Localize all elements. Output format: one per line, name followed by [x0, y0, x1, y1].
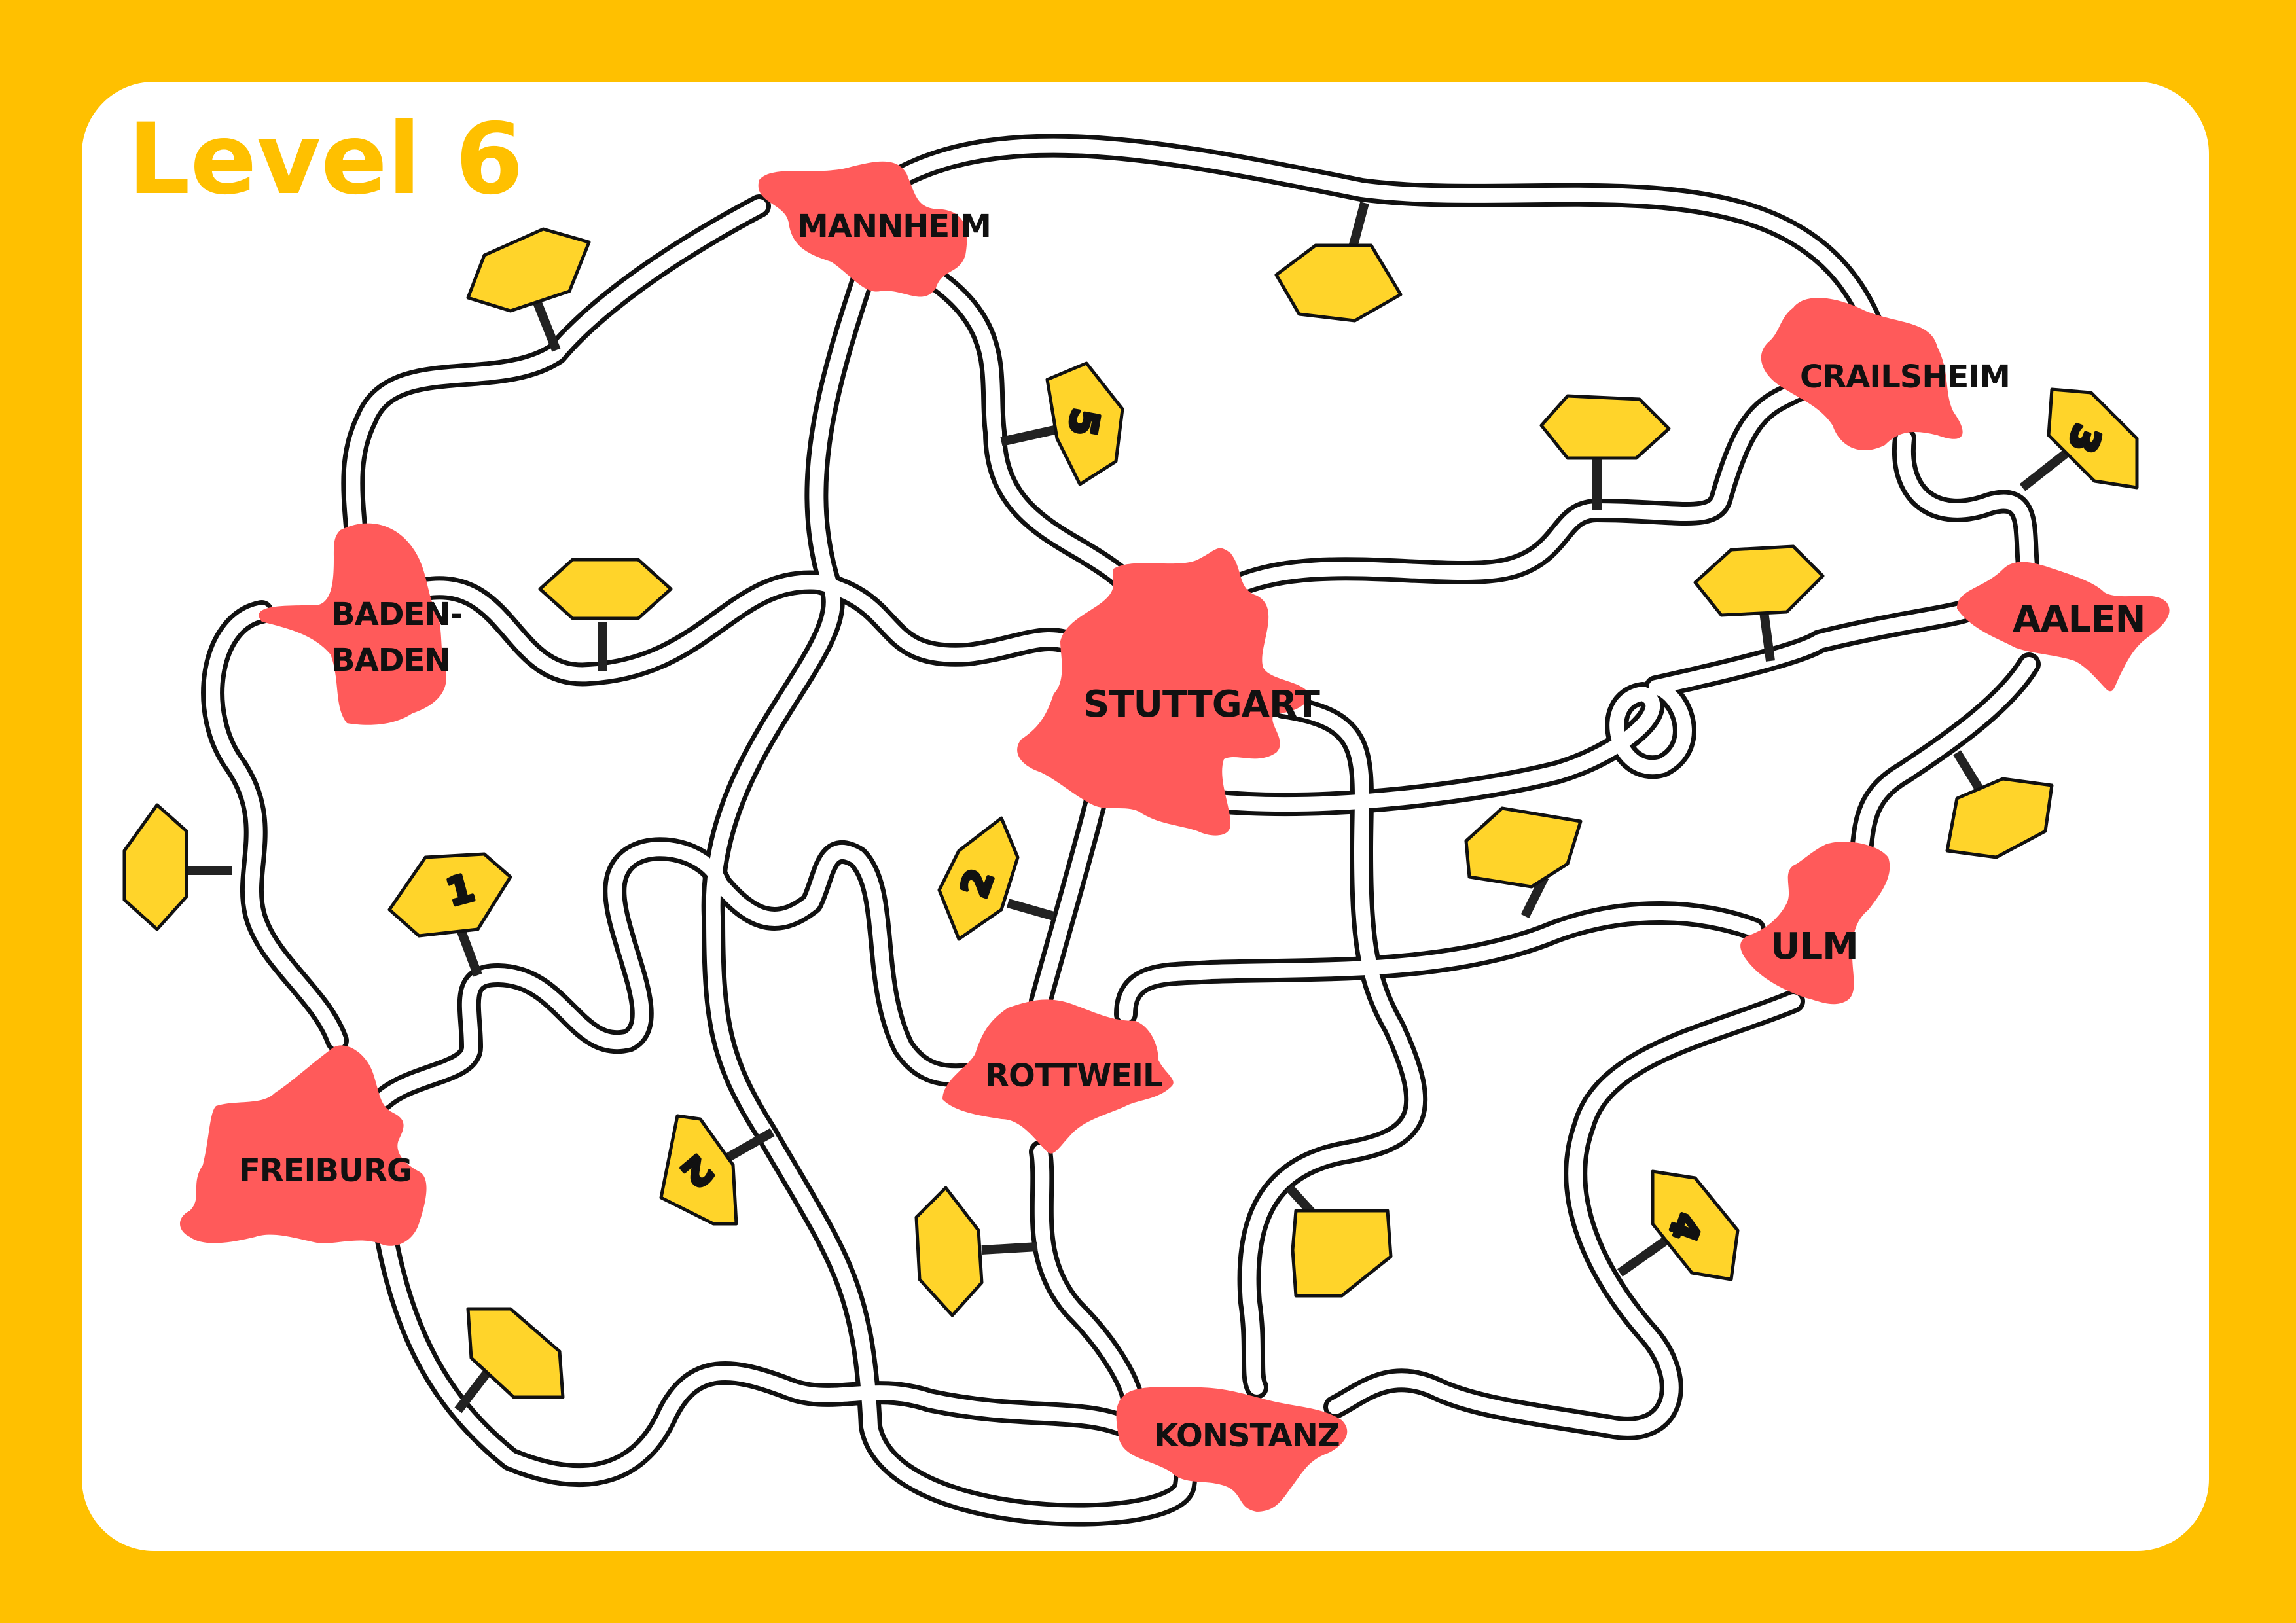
- city-aalen[interactable]: AALEN: [1957, 562, 2170, 692]
- sign-2b[interactable]: 2: [659, 1114, 775, 1226]
- city-mannheim[interactable]: MANNHEIM: [758, 161, 992, 297]
- city-baden-baden-label-2: BADEN: [331, 642, 450, 679]
- city-rottweil[interactable]: ROTTWEIL: [942, 999, 1174, 1154]
- city-ulm-label: ULM: [1770, 925, 1858, 968]
- sign-blank-11[interactable]: [454, 1307, 565, 1414]
- city-mannheim-label: MANNHEIM: [797, 208, 991, 245]
- city-konstanz-label: KONSTANZ: [1154, 1418, 1340, 1454]
- sign-4[interactable]: 4: [1617, 1169, 1740, 1281]
- road-network: [201, 134, 2041, 1527]
- sign-3[interactable]: 3: [2019, 387, 2139, 491]
- sign-blank-5[interactable]: [1693, 544, 1825, 662]
- sign-1[interactable]: 1: [387, 852, 512, 977]
- sign-blank-9[interactable]: [914, 1186, 1038, 1317]
- city-stuttgart-label: STUTTGART: [1083, 683, 1320, 726]
- sign-5[interactable]: 5: [1000, 361, 1124, 486]
- city-stuttgart[interactable]: STUTTGART: [1017, 548, 1321, 836]
- sign-blank-7[interactable]: [1464, 806, 1583, 919]
- sign-blank-4[interactable]: [1539, 394, 1671, 510]
- city-baden-baden[interactable]: BADEN- BADEN: [259, 523, 463, 725]
- sign-blank-3[interactable]: [538, 558, 673, 671]
- sign-blank-2[interactable]: [1274, 202, 1403, 323]
- city-crailsheim[interactable]: CRAILSHEIM: [1761, 298, 2011, 451]
- sign-blank-8[interactable]: [122, 803, 232, 931]
- city-konstanz[interactable]: KONSTANZ: [1116, 1387, 1348, 1512]
- sign-2a[interactable]: 2: [937, 816, 1055, 941]
- sign-blank-1[interactable]: [466, 227, 591, 352]
- level-title: Level 6: [128, 103, 524, 217]
- city-freiburg[interactable]: FREIBURG: [180, 1045, 427, 1246]
- sign-blank-10[interactable]: [1285, 1185, 1393, 1298]
- city-freiburg-label: FREIBURG: [239, 1152, 412, 1189]
- city-baden-baden-label-1: BADEN-: [331, 596, 462, 633]
- city-ulm[interactable]: ULM: [1740, 842, 1890, 1005]
- city-rottweil-label: ROTTWEIL: [985, 1058, 1162, 1094]
- city-crailsheim-label: CRAILSHEIM: [1800, 359, 2010, 395]
- city-aalen-label: AALEN: [2013, 598, 2145, 641]
- sign-blank-6[interactable]: [1945, 750, 2054, 859]
